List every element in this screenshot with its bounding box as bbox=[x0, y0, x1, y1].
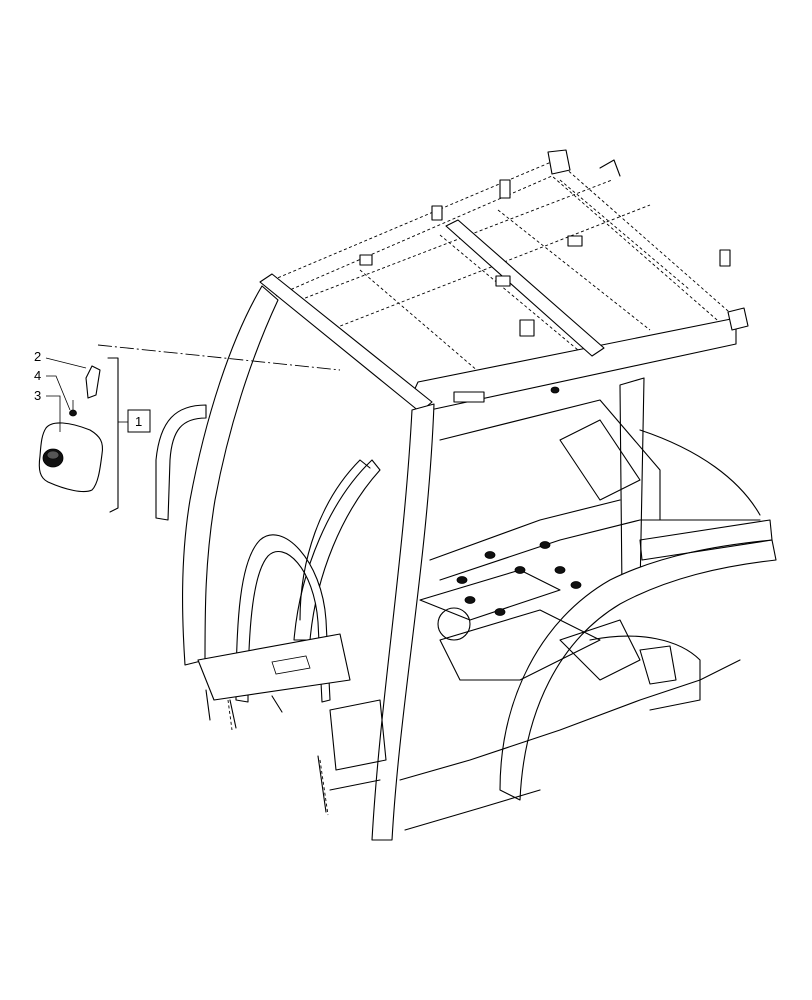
assembly-bracket bbox=[107, 357, 119, 513]
assembly-leader-line bbox=[97, 344, 341, 371]
mirror-screw bbox=[69, 400, 77, 417]
callout-4: 4 bbox=[34, 368, 41, 383]
cab-frame bbox=[155, 149, 777, 841]
roof-fittings bbox=[359, 159, 731, 403]
callout-leaders bbox=[45, 357, 87, 432]
callout-1-box bbox=[127, 409, 151, 433]
fastener-dots bbox=[456, 386, 582, 616]
callout-1: 1 bbox=[135, 414, 142, 429]
interior-mirror bbox=[38, 422, 104, 493]
mirror-assembly-parts bbox=[38, 365, 104, 493]
callout-3: 3 bbox=[34, 388, 41, 403]
mirror-bracket bbox=[85, 365, 101, 399]
callout-2: 2 bbox=[34, 349, 41, 364]
